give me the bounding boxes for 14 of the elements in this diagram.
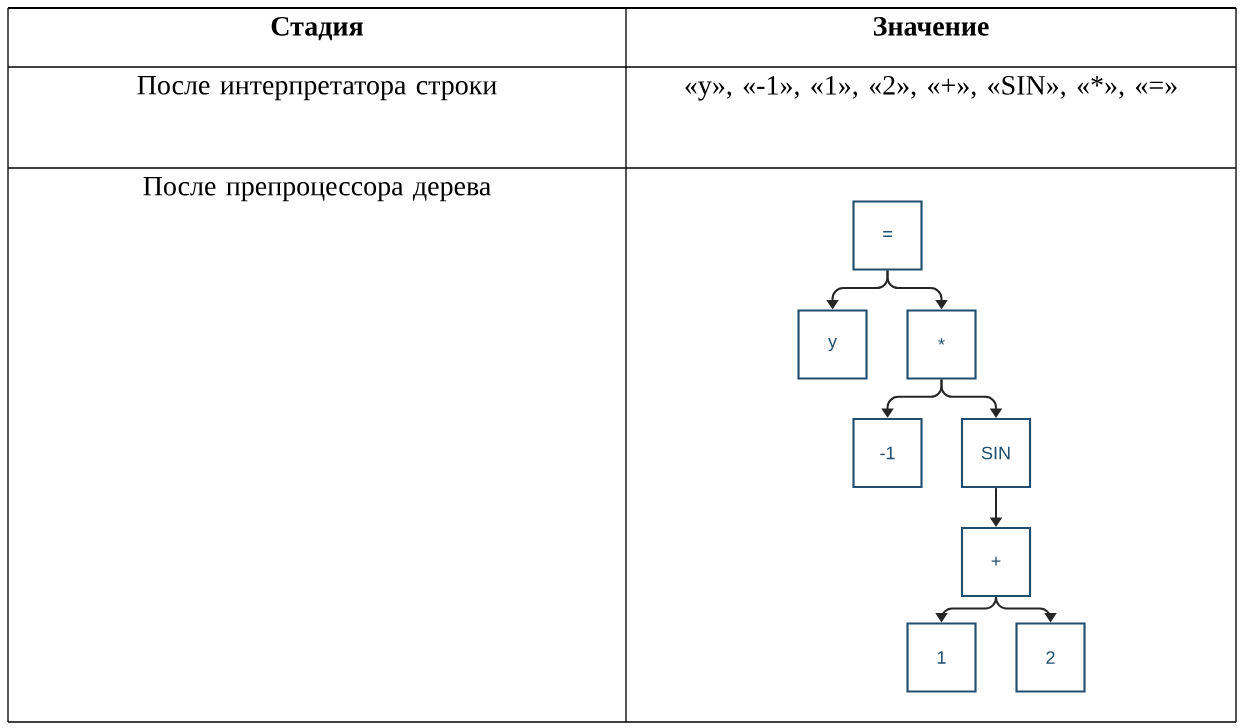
- table-cell-text: После интерпретатора строки: [137, 75, 497, 101]
- arrow: [940, 378, 1003, 418]
- tree-node-box: =: [852, 200, 923, 271]
- tree-node-box: -1: [852, 417, 923, 489]
- tree-node-box: SIN: [960, 417, 1032, 489]
- tree-node-box: *: [906, 309, 977, 380]
- tree-node-box: 2: [1015, 622, 1086, 693]
- table-cell-text: После препроцессора дерева: [143, 176, 491, 202]
- table-cell-text: «y», «-1», «1», «2», «+», «SIN», «*», «=»: [685, 75, 1177, 101]
- header-cell-text: Значение: [873, 16, 989, 36]
- tree-node-box: y: [797, 309, 868, 380]
- tree-node-box: 1: [906, 622, 977, 693]
- tree-node-box: +: [960, 526, 1032, 598]
- header-cell-text: Стадия: [271, 16, 363, 41]
